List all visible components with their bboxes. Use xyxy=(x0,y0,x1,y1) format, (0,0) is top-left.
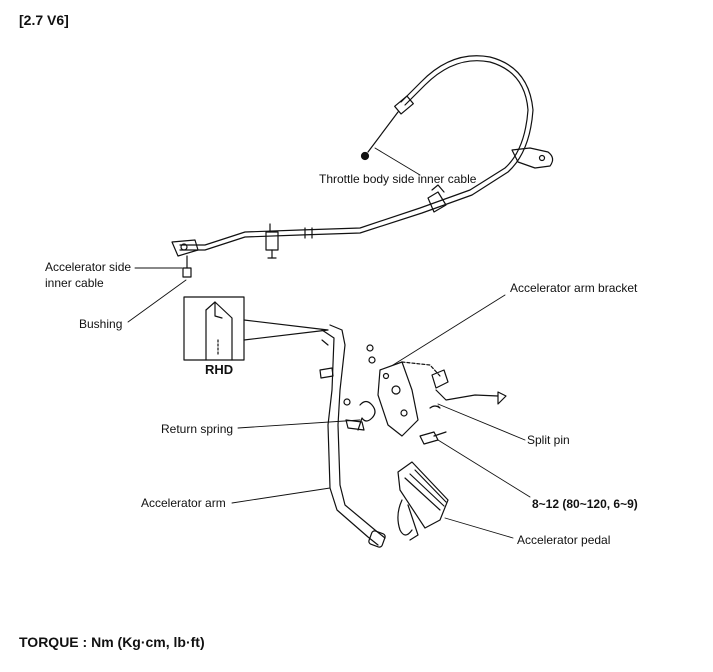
label-split-pin: Split pin xyxy=(527,433,570,447)
label-accelerator-side-line1: Accelerator side xyxy=(45,260,132,274)
accel-arm-bracket-part xyxy=(366,344,507,445)
label-return-spring: Return spring xyxy=(161,422,234,436)
throttle-cable-fitting xyxy=(394,95,414,115)
rhd-inset xyxy=(183,296,329,361)
label-throttle-body-inner-cable: Throttle body side inner cable xyxy=(319,172,477,186)
label-torque-spec: 8~12 (80~120, 6~9) xyxy=(532,497,638,511)
label-rhd: RHD xyxy=(205,362,234,377)
torque-footer: TORQUE : Nm (Kg·cm, lb·ft) xyxy=(19,634,205,650)
accelerator-pedal-part xyxy=(397,461,449,541)
accelerator-cable xyxy=(171,55,554,278)
accel-cable-end-bracket xyxy=(171,239,199,257)
cable-grommet xyxy=(265,231,279,251)
label-accelerator-pedal: Accelerator pedal xyxy=(517,533,611,547)
cable-clip-bracket xyxy=(511,147,554,169)
label-accelerator-arm: Accelerator arm xyxy=(141,496,226,510)
diagram-title: [2.7 V6] xyxy=(19,12,69,28)
throttle-inner-cable xyxy=(367,111,399,153)
leader-lines xyxy=(127,147,531,539)
label-accelerator-side-line2: inner cable xyxy=(45,276,104,290)
bushing-part xyxy=(182,267,192,278)
throttle-cable-end xyxy=(360,151,370,161)
accelerator-arm-part xyxy=(319,324,386,548)
label-bushing: Bushing xyxy=(79,317,123,331)
cable-mid-clip xyxy=(427,191,447,213)
label-accelerator-arm-bracket: Accelerator arm bracket xyxy=(510,281,638,295)
